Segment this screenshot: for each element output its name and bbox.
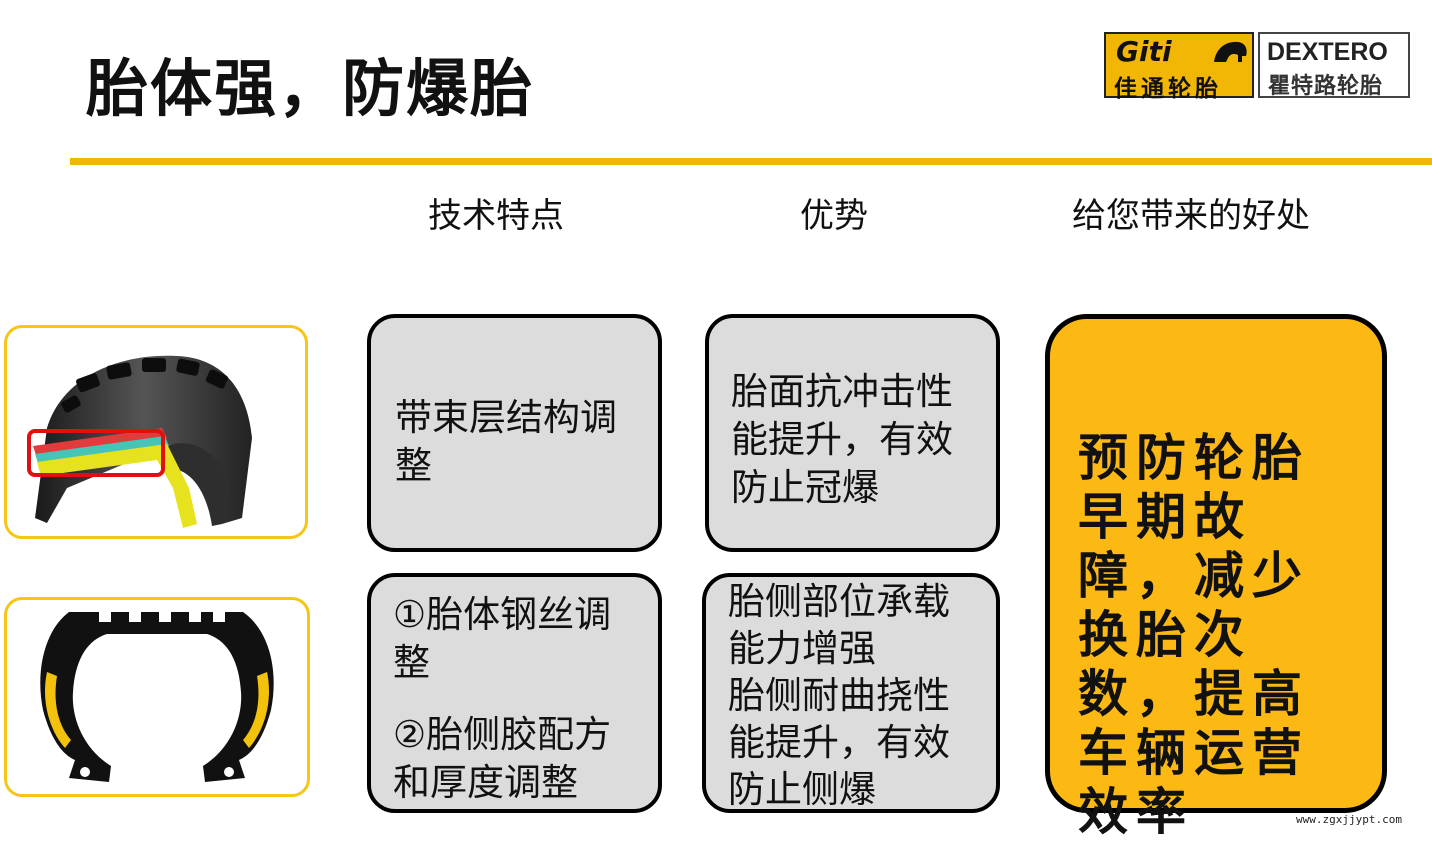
column-header-benefit: 给您带来的好处 bbox=[1072, 196, 1310, 236]
dextero-logo-text: DEXTERO bbox=[1267, 38, 1388, 66]
tech-box-carcass: ①胎体钢丝调整 ②胎侧胶配方和厚度调整 bbox=[367, 573, 662, 813]
tire-cutaway-image bbox=[4, 325, 308, 539]
advantage-box-tread: 胎面抗冲击性能提升，有效防止冠爆 bbox=[705, 314, 1000, 552]
giti-logo: Giti 佳通轮胎 bbox=[1104, 32, 1254, 102]
giti-logo-text: Giti bbox=[1116, 35, 1172, 68]
dextero-logo-chinese: 瞿特路轮胎 bbox=[1268, 74, 1384, 99]
column-header-advantage: 优势 bbox=[800, 196, 868, 236]
giti-logo-chinese: 佳通轮胎 bbox=[1114, 76, 1222, 102]
benefit-text: 预防轮胎早期故障，减少换胎次数，提高车辆运营效率 bbox=[1078, 429, 1310, 841]
advantage-box-sidewall: 胎侧部位承载能力增强 胎侧耐曲挠性能提升，有效防止侧爆 bbox=[702, 573, 1000, 813]
elephant-icon bbox=[1214, 41, 1247, 62]
advantage-sidewall-load-text: 胎侧部位承载能力增强 bbox=[728, 580, 950, 670]
dextero-logo: DEXTERO 瞿特路轮胎 bbox=[1258, 32, 1410, 99]
advantage-tread-text: 胎面抗冲击性能提升，有效防止冠爆 bbox=[731, 370, 953, 510]
column-header-tech: 技术特点 bbox=[428, 196, 564, 236]
benefit-box: 预防轮胎早期故障，减少换胎次数，提高车辆运营效率 bbox=[1045, 314, 1387, 841]
tire-cross-section-image bbox=[4, 597, 310, 797]
page-title: 胎体强，防爆胎 bbox=[86, 52, 535, 125]
watermark: www.zgxjjypt.com bbox=[1296, 813, 1402, 826]
tire-cutaway-icon bbox=[27, 355, 252, 528]
title-underline bbox=[70, 158, 1432, 165]
tech-belt-text: 带束层结构调整 bbox=[395, 396, 617, 488]
tire-cross-section-icon bbox=[40, 610, 274, 782]
tech-sidewall-text: ②胎侧胶配方和厚度调整 bbox=[393, 713, 612, 805]
advantage-sidewall-flex-text: 胎侧耐曲挠性能提升，有效防止侧爆 bbox=[728, 673, 950, 811]
tech-carcass-text: ①胎体钢丝调整 bbox=[393, 593, 612, 685]
tech-box-belt: 带束层结构调整 bbox=[367, 314, 662, 552]
